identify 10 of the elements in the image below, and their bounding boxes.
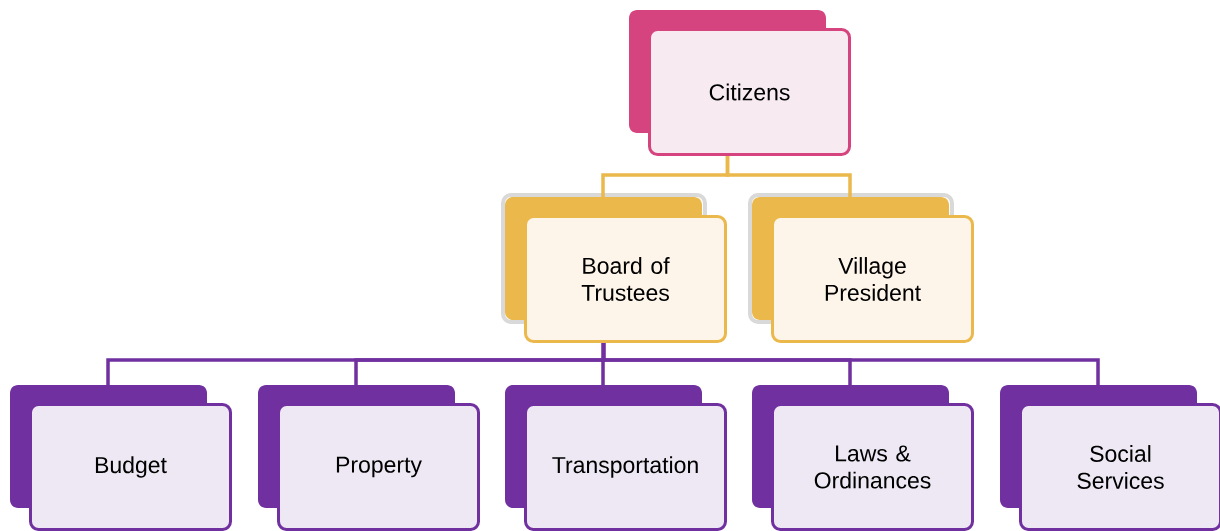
org-box: Village President <box>748 193 974 343</box>
org-box: Laws & Ordinances <box>752 385 974 531</box>
connector-line <box>601 343 1100 385</box>
org-box: Budget <box>10 385 232 531</box>
org-box: Transportation <box>505 385 727 531</box>
connector-line <box>725 156 852 197</box>
org-box: Property <box>258 385 480 531</box>
org-box: Social Services <box>1000 385 1220 531</box>
org-box: Board of Trustees <box>501 193 727 343</box>
org-box: Citizens <box>629 10 851 156</box>
